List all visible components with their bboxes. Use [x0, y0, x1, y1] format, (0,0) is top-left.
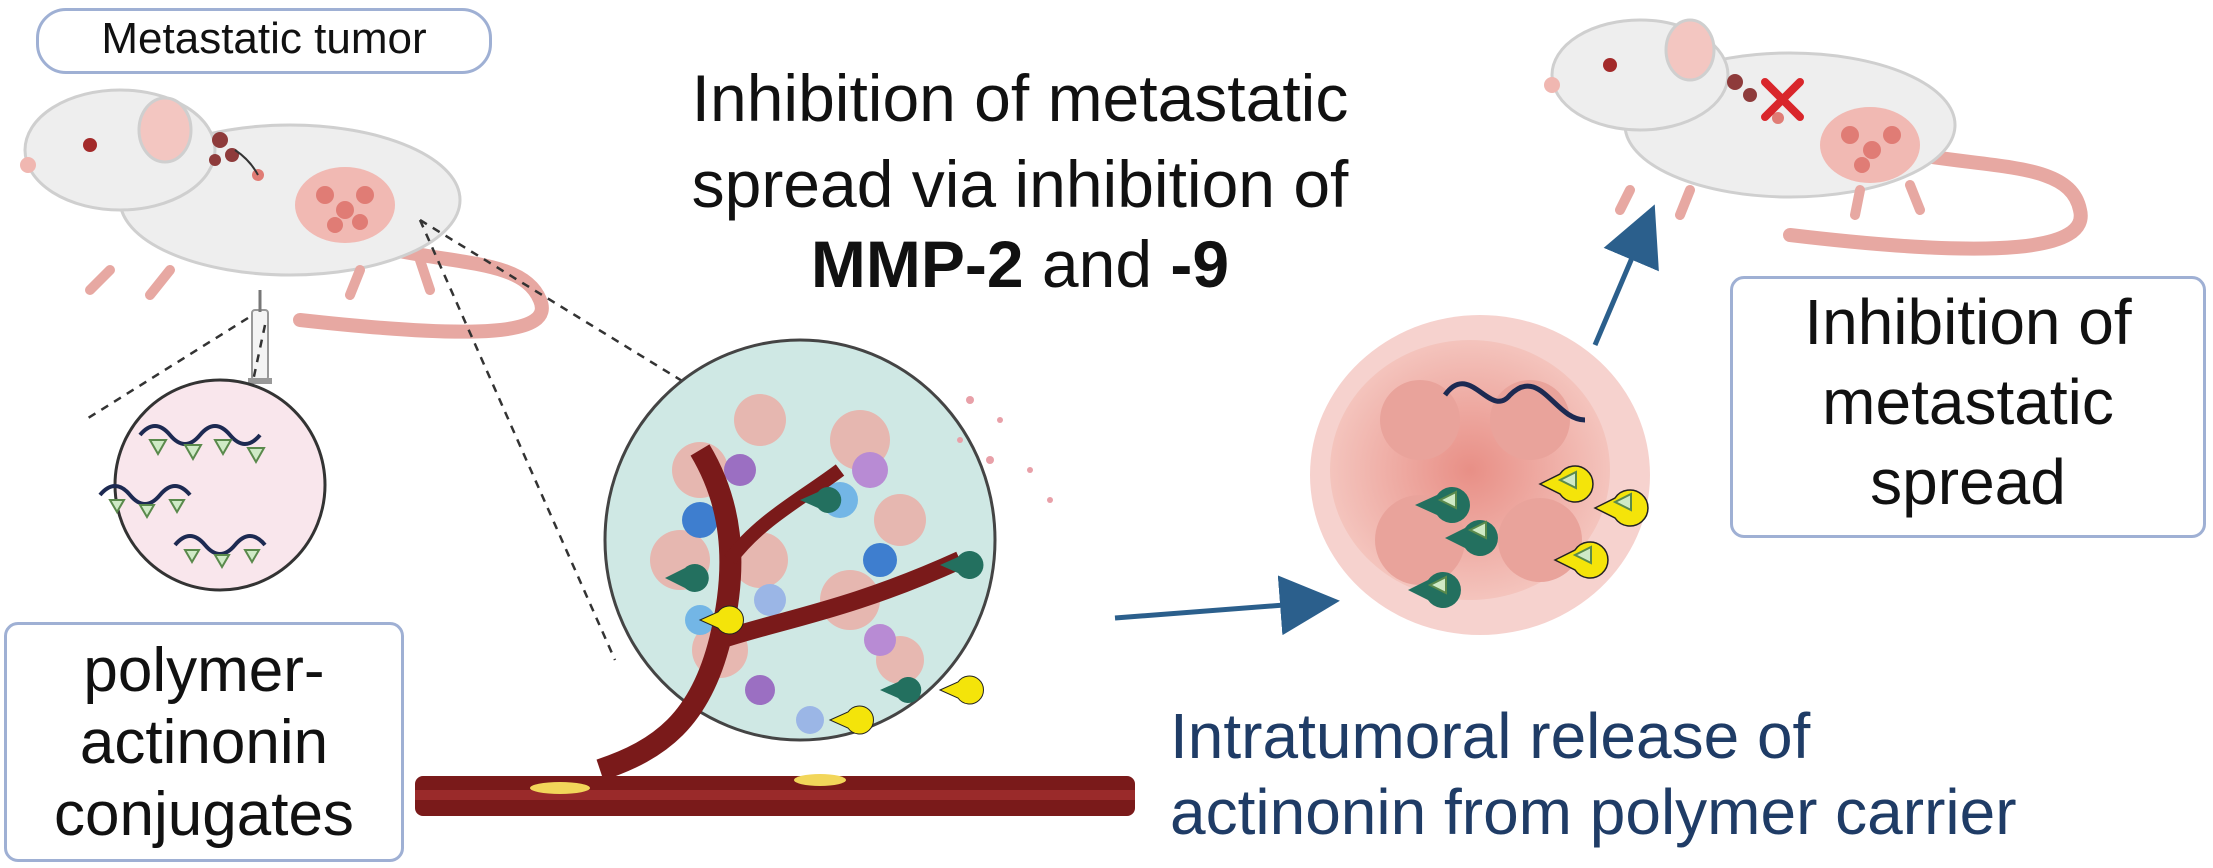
conjugates-zoom-circle [98, 378, 327, 592]
inhibition-line1: Inhibition of [1804, 286, 2132, 358]
inhibited-x-icon [1761, 78, 1804, 121]
inhibition-label-box [1730, 276, 2206, 538]
released-particles [957, 396, 1053, 503]
inhibition-line3: spread [1870, 446, 2066, 518]
metastatic-tumor-label-box [36, 8, 492, 74]
blood-vessel [415, 774, 1135, 816]
title-mmp2: MMP-2 [810, 227, 1024, 301]
conjugates-label-box [4, 622, 404, 862]
title-line3: MMP-2 and -9 [580, 226, 1460, 302]
title-line2: spread via inhibition of [691, 147, 1349, 221]
conjugates-line1: polymer- [83, 636, 325, 705]
metastatic-tumor-label: Metastatic tumor [101, 14, 427, 63]
mouse-inhibited [1544, 18, 2088, 256]
zoom-lines [84, 218, 706, 661]
mouse-with-tumor [20, 88, 549, 339]
release-arrow [1114, 575, 1340, 636]
syringe-icon [248, 290, 272, 384]
title-line1: Inhibition of metastatic [691, 61, 1349, 135]
tumor-cell-cluster [1310, 315, 1650, 635]
conjugates-line3: conjugates [54, 780, 354, 849]
title-9: -9 [1170, 227, 1230, 301]
tumor-mmp-markers [665, 486, 984, 735]
conjugates-line2: actinonin [79, 708, 329, 777]
inhibition-line2: metastatic [1822, 366, 2114, 438]
inhibition-arrow [1592, 204, 1659, 346]
release-line1: Intratumoral release of [1170, 700, 1811, 772]
tumor-microenvironment [596, 338, 997, 781]
release-line2: actinonin from polymer carrier [1170, 776, 2017, 848]
title-and: and [1023, 227, 1171, 301]
